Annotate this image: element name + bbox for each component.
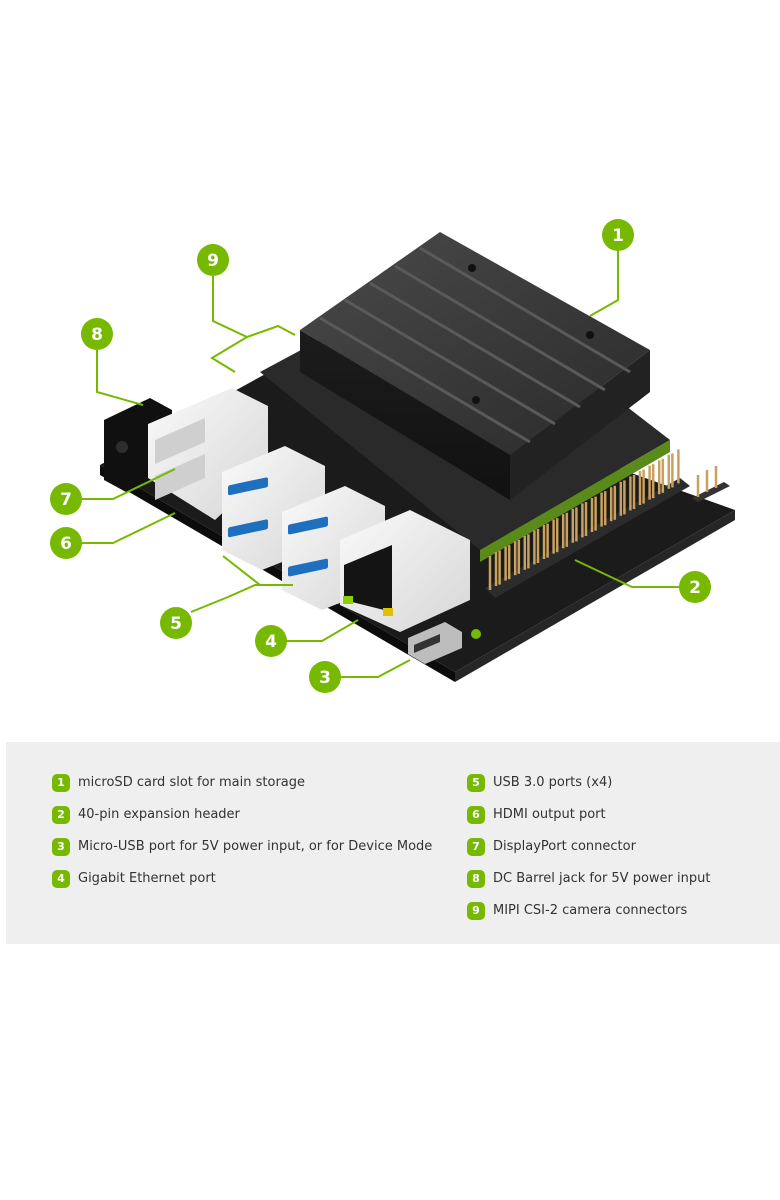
callout-3-number: 3 (319, 668, 331, 688)
callout-6: 6 (50, 527, 82, 559)
callout-4-number: 4 (265, 632, 277, 652)
legend-panel: 1 microSD card slot for main storage 2 4… (6, 742, 780, 944)
legend-badge-6: 6 (467, 805, 485, 824)
legend-badge-1: 1 (52, 773, 70, 792)
callout-7: 7 (50, 483, 82, 515)
callout-8-number: 8 (91, 325, 103, 345)
legend-item-3: 3 Micro-USB port for 5V power input, or … (52, 837, 432, 856)
callout-3: 3 (309, 661, 341, 693)
legend-label-5: USB 3.0 ports (x4) (493, 775, 613, 790)
legend-column-right: 5 USB 3.0 ports (x4) 6 HDMI output port … (467, 773, 710, 933)
jumper-header (692, 466, 730, 502)
legend-label-7: DisplayPort connector (493, 839, 636, 854)
legend-label-4: Gigabit Ethernet port (78, 871, 216, 886)
gpio-header (485, 449, 690, 598)
callout-1: 1 (602, 219, 634, 251)
callout-7-number: 7 (60, 490, 72, 510)
callout-9: 9 (197, 244, 229, 276)
micro-usb-port (408, 622, 481, 664)
legend-item-2: 2 40-pin expansion header (52, 805, 432, 824)
legend-label-3: Micro-USB port for 5V power input, or fo… (78, 839, 433, 854)
legend-item-5: 5 USB 3.0 ports (x4) (467, 773, 710, 792)
callout-2-number: 2 (689, 578, 701, 598)
legend-label-1: microSD card slot for main storage (78, 775, 306, 790)
legend-label-6: HDMI output port (493, 807, 606, 822)
heatsink (300, 232, 650, 500)
legend-label-2: 40-pin expansion header (78, 807, 240, 822)
callout-2: 2 (679, 571, 711, 603)
legend-badge-8: 8 (467, 869, 485, 888)
legend-label-8: DC Barrel jack for 5V power input (493, 871, 711, 886)
board-diagram: 1 2 3 4 5 6 7 8 9 (50, 219, 735, 693)
legend-item-9: 9 MIPI CSI-2 camera connectors (467, 901, 710, 920)
legend-item-1: 1 microSD card slot for main storage (52, 773, 432, 792)
legend-item-7: 7 DisplayPort connector (467, 837, 710, 856)
legend-column-left: 1 microSD card slot for main storage 2 4… (52, 773, 432, 901)
callout-9-number: 9 (207, 251, 219, 271)
callout-5: 5 (160, 607, 192, 639)
legend-badge-2: 2 (52, 805, 70, 824)
legend-badge-5: 5 (467, 773, 485, 792)
legend-item-4: 4 Gigabit Ethernet port (52, 869, 432, 888)
ethernet-port (340, 510, 470, 632)
legend-badge-4: 4 (52, 869, 70, 888)
legend-item-6: 6 HDMI output port (467, 805, 710, 824)
callout-4: 4 (255, 625, 287, 657)
callout-6-number: 6 (60, 534, 72, 554)
callout-1-number: 1 (612, 226, 624, 246)
legend-badge-3: 3 (52, 837, 70, 856)
callout-5-number: 5 (170, 614, 182, 634)
legend-label-9: MIPI CSI-2 camera connectors (493, 903, 688, 918)
legend-item-8: 8 DC Barrel jack for 5V power input (467, 869, 710, 888)
legend-badge-9: 9 (467, 901, 485, 920)
legend-badge-7: 7 (467, 837, 485, 856)
callout-8: 8 (81, 318, 113, 350)
